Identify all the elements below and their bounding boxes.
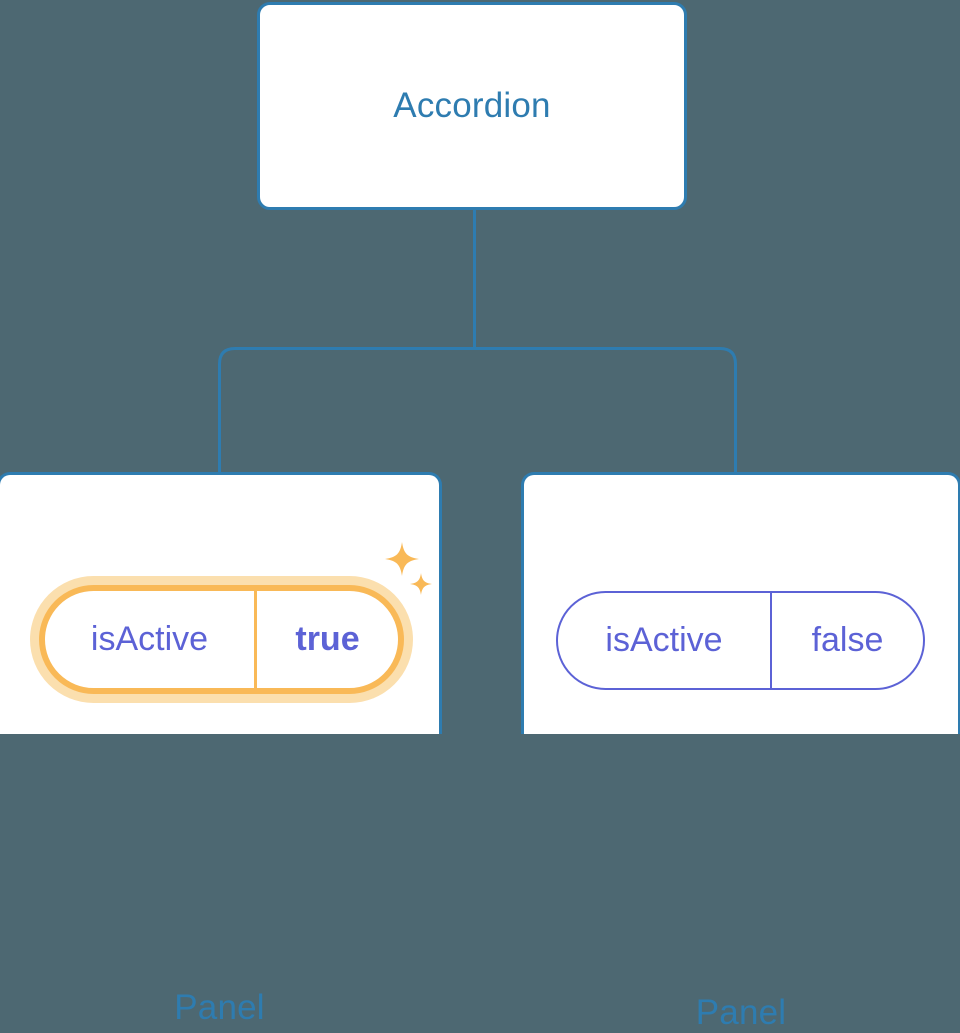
prop-pill-value: true bbox=[295, 620, 360, 658]
node-panel-active-title: Panel bbox=[174, 988, 265, 1027]
sparkle-icon bbox=[410, 573, 432, 595]
prop-pill-value: false bbox=[811, 621, 884, 659]
prop-pill-key: isActive bbox=[45, 591, 257, 688]
prop-pill-key: isActive bbox=[558, 593, 772, 688]
connector-lines bbox=[218, 210, 737, 474]
node-accordion[interactable]: Accordion bbox=[257, 2, 687, 210]
sparkle-icon bbox=[385, 542, 419, 576]
node-accordion-title: Accordion bbox=[393, 86, 551, 125]
node-panel-inactive-title: Panel bbox=[695, 993, 787, 1032]
connector-bus bbox=[218, 347, 737, 474]
prop-pill-isactive-true[interactable]: isActive true bbox=[39, 585, 404, 694]
prop-pill-isactive-false[interactable]: isActive false bbox=[556, 591, 925, 690]
